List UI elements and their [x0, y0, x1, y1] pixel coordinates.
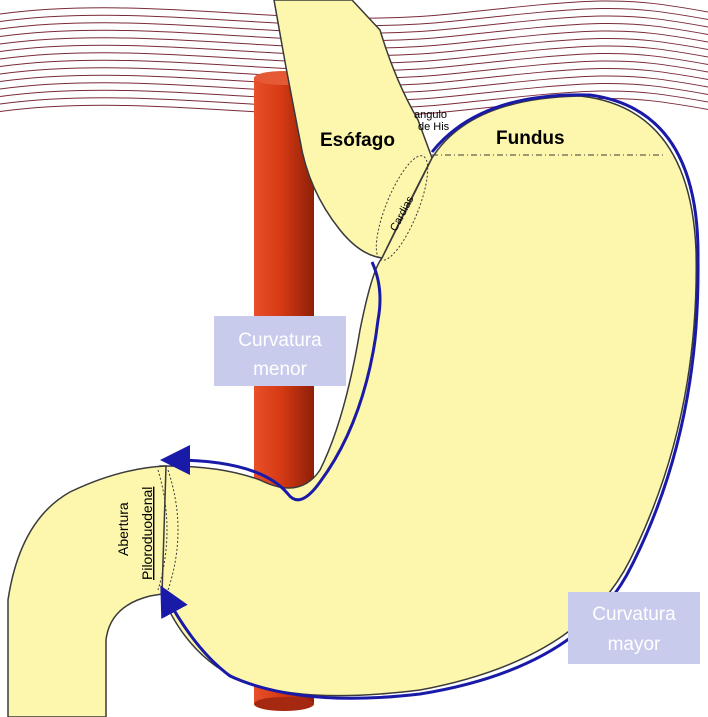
curvatura-mayor-label-line2: mayor — [608, 634, 661, 655]
angulo-label-line1: angulo — [414, 109, 447, 121]
piloroduodenal-label: Piloroduodenal — [139, 487, 155, 580]
fundus-label: Fundus — [496, 128, 565, 149]
abertura-label: Abertura — [115, 502, 131, 556]
curvatura-menor-label-line1: Curvatura — [238, 330, 322, 351]
curvatura-mayor-label-line1: Curvatura — [592, 604, 676, 625]
angulo-label-line2: de His — [418, 121, 450, 133]
esofago-label: Esófago — [320, 130, 395, 151]
curvatura-menor-label-line2: menor — [253, 359, 308, 380]
